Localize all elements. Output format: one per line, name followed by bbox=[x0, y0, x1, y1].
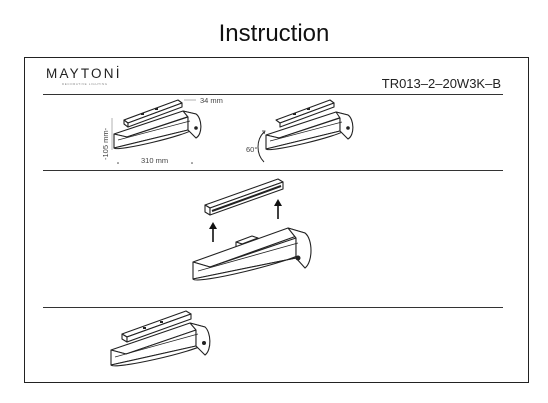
page-title: Instruction bbox=[218, 20, 330, 47]
brand-tagline: DECORATIVE LIGHTING bbox=[62, 82, 108, 86]
model-code: TR013–2–20W3K–B bbox=[381, 76, 501, 91]
depth-dimension: 34 mm bbox=[200, 96, 223, 105]
instruction-frame bbox=[24, 57, 529, 383]
brand-logo: MAYTONİ bbox=[46, 66, 122, 81]
length-dimension: 310 mm bbox=[141, 156, 169, 165]
divider-step-1 bbox=[43, 170, 503, 171]
divider-step-2 bbox=[43, 307, 503, 308]
angle-dimension: 60° bbox=[246, 145, 258, 154]
divider-header bbox=[43, 94, 503, 95]
